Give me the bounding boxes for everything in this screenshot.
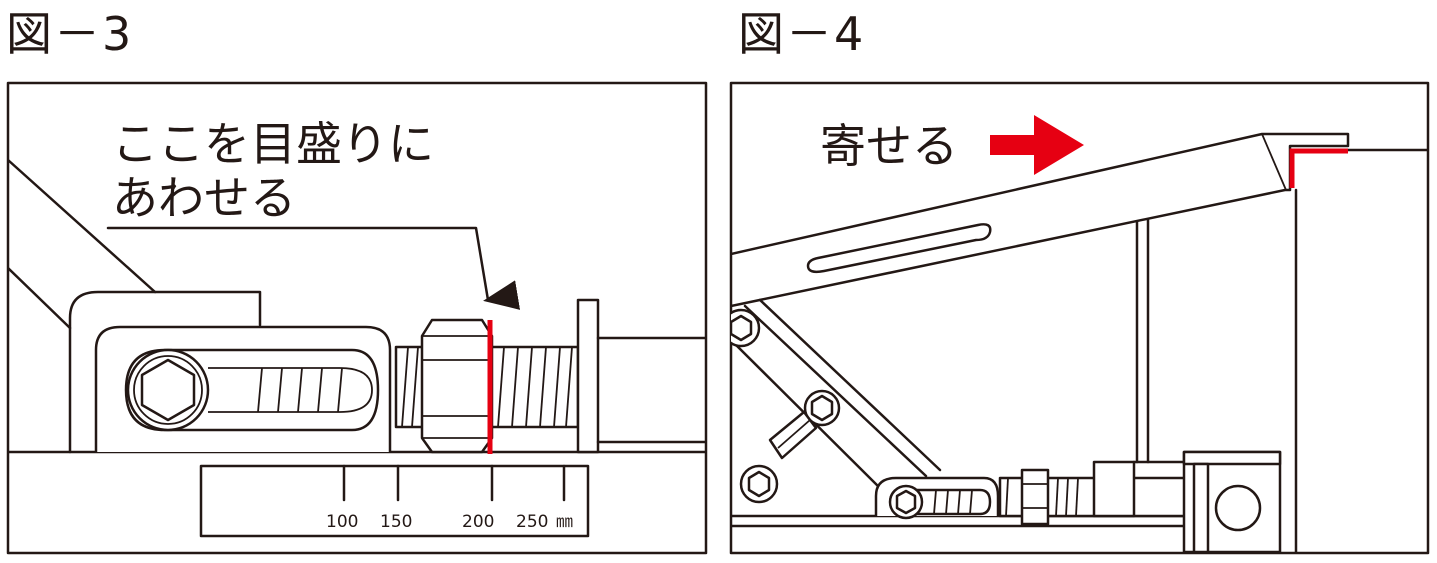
figure-4-title: 図－4 bbox=[738, 7, 866, 61]
scale-label-200: 200 bbox=[462, 512, 494, 532]
figure-3-title: 図－3 bbox=[6, 7, 134, 61]
plate-hole bbox=[1214, 484, 1262, 532]
callout-line-1: ここを目盛りに bbox=[112, 117, 434, 171]
end-plate bbox=[1182, 450, 1282, 553]
push-arrow bbox=[990, 115, 1084, 175]
link-arm bbox=[768, 410, 818, 460]
callout-leader-arrow bbox=[106, 226, 521, 310]
figure-4-panel: 寄せる bbox=[729, 81, 1430, 555]
right-frame bbox=[1294, 148, 1428, 553]
diagonal-arm bbox=[8, 158, 157, 330]
bolt-lower-left bbox=[739, 464, 779, 504]
slanted-bar bbox=[731, 132, 1350, 308]
bracket-outer bbox=[68, 290, 262, 454]
scale-box bbox=[199, 464, 590, 538]
figure-3-frame bbox=[6, 81, 708, 555]
figure-3-panel: 100 150 200 250 ㎜ ここを目盛りに あわせる bbox=[6, 81, 708, 555]
hex-nut bbox=[420, 318, 494, 454]
scale: 100 150 200 250 ㎜ bbox=[199, 464, 590, 538]
hex-bolt bbox=[126, 348, 210, 432]
bottom-rail bbox=[731, 514, 1192, 528]
small-rod bbox=[998, 460, 1192, 526]
bolt-middle bbox=[803, 389, 841, 427]
bolt-threads bbox=[208, 367, 373, 413]
adjuster-bracket bbox=[874, 476, 1000, 520]
figure-4-callout: 寄せる bbox=[820, 119, 958, 173]
right-tube bbox=[596, 336, 706, 444]
corner-mark bbox=[1289, 148, 1348, 188]
bar-slot bbox=[806, 223, 992, 274]
bolt-upper-left bbox=[731, 308, 761, 348]
scale-label-250: 250 bbox=[516, 512, 548, 532]
scale-unit: ㎜ bbox=[556, 512, 573, 532]
scale-label-150: 150 bbox=[380, 512, 412, 532]
callout-line-2: あわせる bbox=[112, 171, 296, 225]
stop-plate bbox=[576, 298, 600, 454]
vertical-post bbox=[1135, 218, 1150, 464]
scale-label-100: 100 bbox=[326, 512, 358, 532]
